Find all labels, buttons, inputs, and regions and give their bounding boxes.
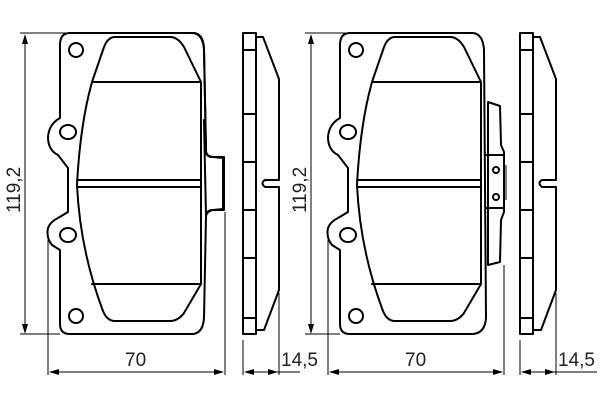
pad-1-height-label: 119,2 (4, 167, 25, 213)
pad-2-height-label: 119,2 (290, 167, 311, 213)
pad-1-friction-lining (76, 36, 202, 322)
pad-1-backing-plate-outline (46, 32, 224, 335)
pad-1-side-backing (242, 32, 257, 335)
pad-2-thickness-label: 14,5 (558, 350, 595, 371)
pad-2-side-lining (532, 36, 557, 331)
pad-2-hole-lower (339, 227, 357, 243)
pad-1-side-view (242, 32, 280, 335)
pad-2-friction-lining (356, 36, 482, 322)
arrow-left-icon (244, 369, 254, 375)
pad-2-height-dimension: 119,2 (290, 32, 346, 335)
pad-1-hole-middle (59, 124, 77, 140)
arrow-left-icon (521, 369, 531, 375)
pad-1-hole-bottom (68, 308, 84, 324)
arrow-right-icon (493, 369, 503, 375)
arrow-up-icon (308, 34, 314, 44)
pad-1-thickness-label: 14,5 (281, 350, 318, 371)
pad-2-side-backing (519, 32, 534, 335)
arrow-down-icon (308, 324, 314, 334)
pad-2-side-view (519, 32, 557, 335)
pad-2-front-view (326, 32, 507, 335)
pad-1-width-dimension: 70 (47, 212, 226, 375)
sensor-rivet-icon (492, 193, 500, 201)
arrow-left-icon (49, 369, 59, 375)
pad-2-width-dimension: 70 (327, 240, 505, 375)
pad-1-thickness-dimension: 14,5 (242, 293, 318, 375)
arrow-down-icon (22, 324, 28, 334)
sensor-rivet-icon (492, 166, 500, 174)
arrow-right-icon (214, 369, 224, 375)
pad-1-height-dimension: 119,2 (4, 32, 66, 335)
pad-1-hole-top (68, 42, 84, 58)
pad-2-thickness-dimension: 14,5 (519, 293, 597, 375)
arrow-left-icon (329, 369, 339, 375)
arrow-up-icon (22, 34, 28, 44)
pad-2-hole-top (348, 42, 364, 58)
pad-2-width-label: 70 (405, 350, 426, 371)
pad-1-hole-lower (59, 227, 77, 243)
pad-1-front-view (46, 32, 225, 335)
pad-2-backing-plate-outline (326, 32, 487, 335)
arrow-right-icon (545, 369, 555, 375)
pad-1-side-lining (255, 36, 280, 331)
pad-2-hole-bottom (348, 308, 364, 324)
pad-1-width-label: 70 (125, 350, 146, 371)
arrow-right-icon (268, 369, 278, 375)
pad-2-hole-middle (339, 124, 357, 140)
pad-2-wear-sensor (485, 101, 507, 266)
